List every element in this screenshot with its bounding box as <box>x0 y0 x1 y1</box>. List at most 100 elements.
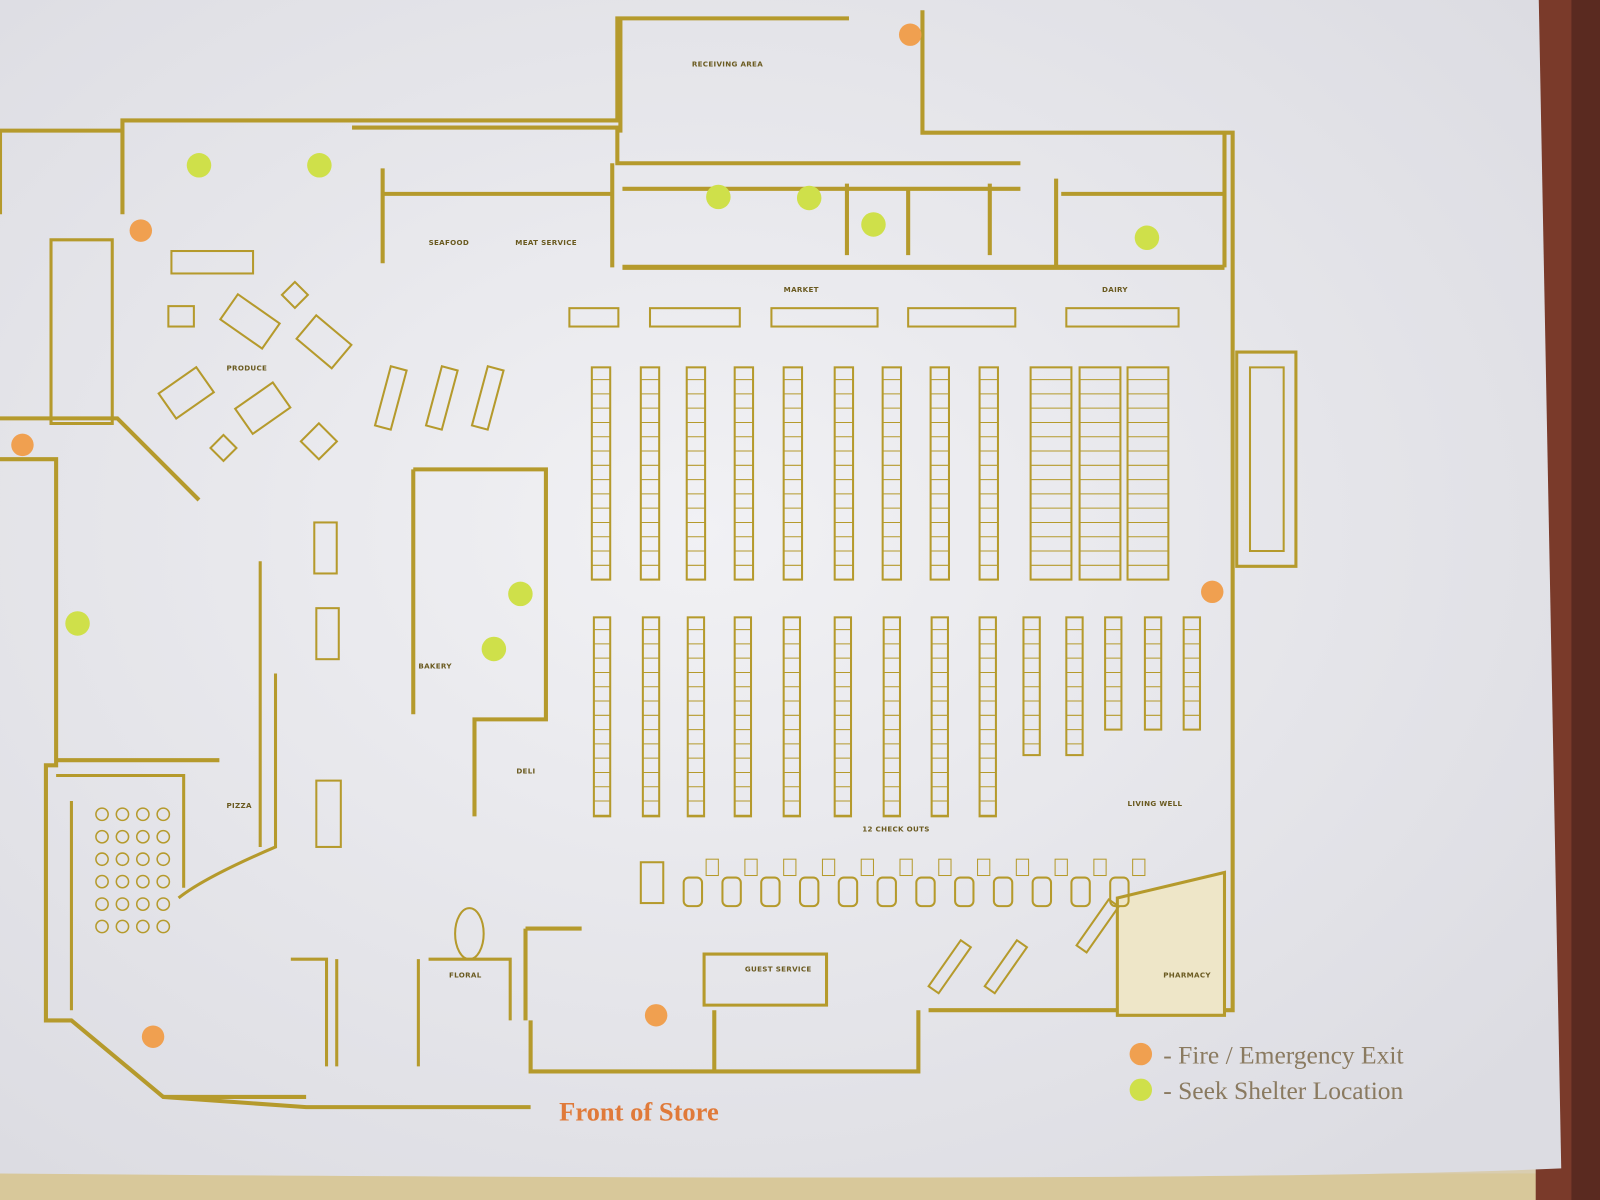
checkout-lane <box>915 876 936 908</box>
legend: - Fire / Emergency Exit - Seek Shelter L… <box>1129 1040 1404 1105</box>
exit-legend-label: - Fire / Emergency Exit <box>1163 1040 1403 1069</box>
aisle-shelf <box>1126 366 1170 581</box>
checkout-bag-stand <box>860 858 874 877</box>
aisle-shelf <box>733 366 755 581</box>
aisle-shelf <box>590 366 612 581</box>
produce-table <box>209 433 238 463</box>
cafe-table <box>95 919 109 934</box>
shelter-location-marker <box>508 581 533 607</box>
checkout-lane <box>876 876 897 908</box>
aisle-shelf <box>685 366 707 581</box>
checkout-bag-stand <box>899 858 913 877</box>
fire-exit-marker <box>129 219 153 242</box>
shelter-legend-label: - Seek Shelter Location <box>1163 1076 1403 1105</box>
checkout-lane <box>760 876 781 908</box>
checkout-bag-stand <box>977 858 991 877</box>
checkout-bag-stand <box>821 858 836 877</box>
checkout-lane <box>992 876 1014 908</box>
cafe-table <box>115 874 130 889</box>
cafe-table <box>156 897 171 911</box>
aisle-shelf <box>686 616 706 818</box>
checkout-lane <box>798 876 820 908</box>
shelter-location-marker <box>481 636 507 662</box>
checkout-bag-stand <box>1054 858 1068 877</box>
label-pizza: PIZZA <box>227 801 252 810</box>
area-labels: RECEIVING AREA SEAFOOD MEAT SERVICE MARK… <box>227 59 1212 979</box>
aisle-shelf <box>1182 616 1202 731</box>
checkout-lane <box>721 876 742 908</box>
cafe-table <box>135 807 150 822</box>
checkout-bag-stand <box>744 858 758 877</box>
aisle-shelf <box>833 366 855 581</box>
aisle-shelf <box>1104 616 1123 731</box>
cafe-table <box>135 874 150 889</box>
walls <box>0 10 1298 1110</box>
aisle-shelf <box>978 616 997 818</box>
aisle-shelf <box>782 616 802 818</box>
produce-table <box>280 280 310 310</box>
checkout-lane <box>1070 876 1091 908</box>
display-case <box>770 307 879 328</box>
produce-table <box>299 421 339 461</box>
produce-table <box>167 305 195 328</box>
aisle-shelf <box>881 366 903 581</box>
cafe-table <box>95 852 109 867</box>
produce-table <box>295 313 353 370</box>
cafe-table <box>156 874 171 889</box>
produce-rack <box>373 365 408 431</box>
produce-rack <box>424 365 459 431</box>
aisle-shelf <box>833 616 853 818</box>
aisle-shelf <box>639 366 661 581</box>
fire-exit-marker <box>11 433 34 457</box>
checkout-lane <box>682 876 704 908</box>
aisle-shelf <box>733 616 753 818</box>
cafe-table <box>115 897 130 911</box>
cafe-table <box>156 852 171 867</box>
label-floral: FLORAL <box>449 971 482 980</box>
display-case <box>313 521 338 575</box>
aisle-shelf <box>1078 366 1122 581</box>
cafe-table <box>135 852 150 867</box>
fire-exit-marker <box>141 1025 165 1048</box>
cafe-table <box>115 919 130 934</box>
produce-table <box>157 365 216 420</box>
checkout-lane <box>837 876 859 908</box>
shelter-location-marker <box>706 184 731 210</box>
display-case <box>648 307 741 328</box>
display-case <box>568 307 620 328</box>
checkout-bag-stand <box>1132 858 1146 877</box>
aisle-shelf <box>1143 616 1163 731</box>
display-case <box>907 307 1017 328</box>
shelter-location-marker <box>186 153 212 178</box>
display-case <box>315 607 340 661</box>
shelter-location-marker <box>65 611 90 636</box>
exit-legend-icon <box>1129 1042 1153 1066</box>
aisle-shelf <box>978 366 999 581</box>
checkout-lane <box>954 876 975 908</box>
cafe-table <box>156 807 171 822</box>
cafe-table <box>95 897 109 911</box>
checkout-bag-stand <box>783 858 797 877</box>
endcap-rack <box>983 938 1029 995</box>
fire-exit-marker <box>644 1004 668 1027</box>
label-produce: PRODUCE <box>227 363 268 372</box>
label-receiving: RECEIVING AREA <box>692 59 763 68</box>
shelter-location-marker <box>796 185 822 211</box>
cafe-table <box>95 829 109 844</box>
shelter-location-marker <box>307 153 332 178</box>
cafe-table <box>115 829 130 844</box>
label-seafood: SEAFOOD <box>429 238 470 247</box>
display-case <box>315 779 342 848</box>
endcap-rack <box>1075 898 1121 954</box>
cafe-table <box>156 829 171 844</box>
label-meat-service: MEAT SERVICE <box>515 238 577 247</box>
checkout-bag-stand <box>705 858 719 877</box>
aisle-shelf <box>882 616 902 818</box>
cafe-table <box>115 807 130 822</box>
floral-display <box>454 907 485 961</box>
cafe-table <box>115 852 130 867</box>
aisle-shelf <box>929 366 950 581</box>
label-checkouts: 12 CHECK OUTS <box>862 825 930 834</box>
aisle-shelf <box>782 366 804 581</box>
